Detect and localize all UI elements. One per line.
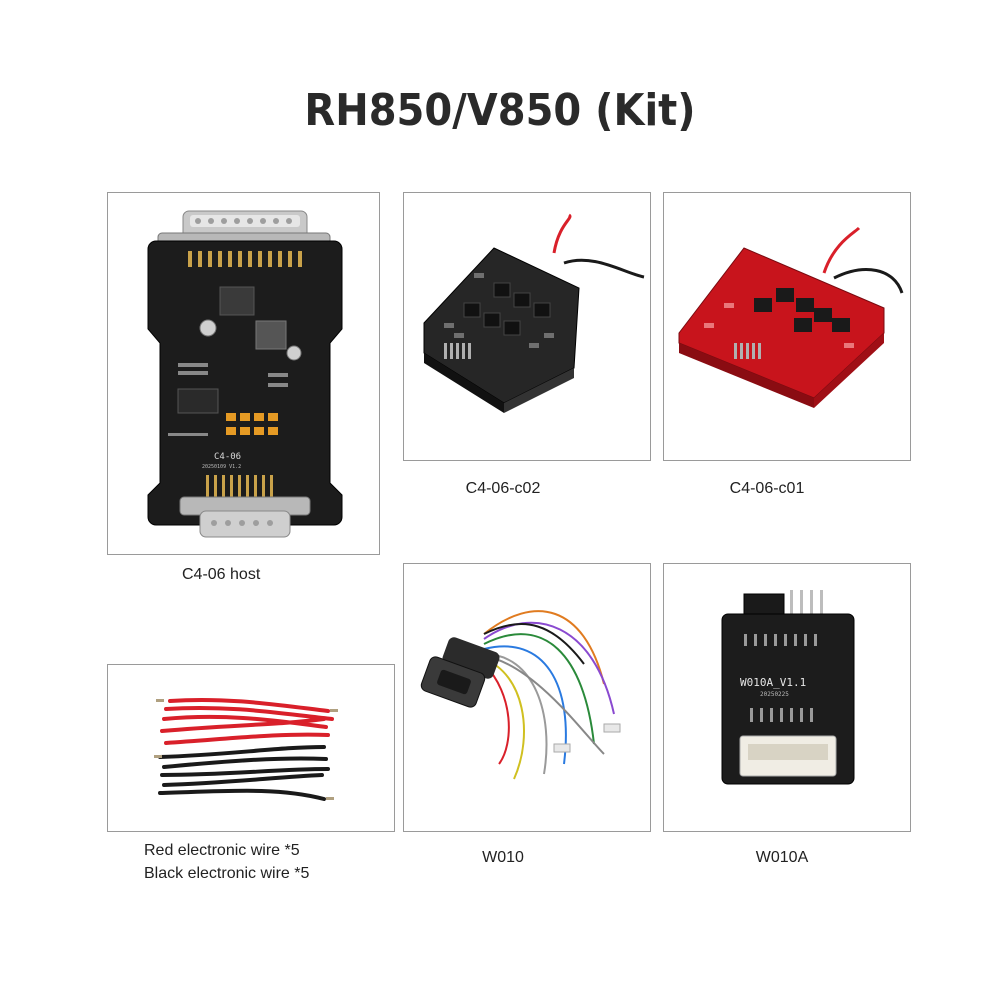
caption-c4-06-host: C4-06 host bbox=[182, 566, 261, 583]
page-title: RH850/V850 (Kit) bbox=[304, 86, 696, 136]
c4-06-c01-image bbox=[678, 226, 904, 408]
w010a-image: W010A_V1.1 20250225 bbox=[721, 590, 855, 785]
product-panel-w010a: W010A_V1.1 20250225 bbox=[663, 563, 911, 832]
caption-electronic-wires: Red electronic wire *5 Black electronic … bbox=[144, 839, 309, 885]
w010-image bbox=[420, 610, 621, 780]
product-panel-electronic-wires bbox=[107, 664, 395, 832]
w010a-date-marking: 20250225 bbox=[760, 691, 789, 698]
product-panel-w010 bbox=[403, 563, 651, 832]
caption-red-wire: Red electronic wire *5 bbox=[144, 842, 300, 859]
host-date-marking: 20250109 V1.2 bbox=[202, 464, 241, 470]
caption-w010: W010 bbox=[482, 849, 524, 866]
product-panel-c4-06-c01 bbox=[663, 192, 911, 461]
product-panel-c4-06-c02 bbox=[403, 192, 651, 461]
caption-c4-06-c01: C4-06-c01 bbox=[729, 480, 805, 497]
host-model-marking: C4-06 bbox=[214, 452, 241, 462]
w010a-model-marking: W010A_V1.1 bbox=[740, 676, 806, 689]
caption-c4-06-c02: C4-06-c02 bbox=[465, 480, 541, 497]
electronic-wires-image bbox=[154, 697, 338, 801]
product-panel-c4-06-host: C4-06 20250109 V1.2 bbox=[107, 192, 380, 555]
caption-black-wire: Black electronic wire *5 bbox=[144, 865, 310, 882]
c4-06-c02-image bbox=[423, 213, 645, 413]
c4-06-host-image: C4-06 20250109 V1.2 bbox=[147, 210, 343, 538]
caption-w010a: W010A bbox=[755, 849, 809, 866]
